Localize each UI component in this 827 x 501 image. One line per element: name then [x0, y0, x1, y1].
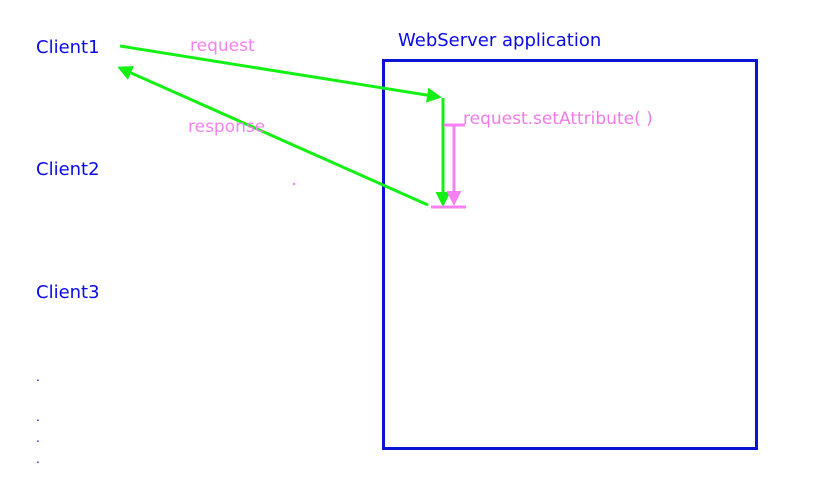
- client1-label: Client1: [36, 37, 100, 58]
- continuation-dot: .: [36, 410, 40, 424]
- continuation-dot: .: [36, 370, 40, 384]
- server-box: [382, 59, 758, 450]
- request-label: request: [190, 36, 255, 56]
- server-title: WebServer application: [398, 30, 601, 51]
- response-label: response: [188, 117, 265, 137]
- client2-label: Client2: [36, 159, 100, 180]
- request-arrow: [119, 44, 442, 103]
- client3-label: Client3: [36, 282, 100, 303]
- continuation-dot: .: [36, 431, 40, 445]
- response-arrow: [117, 66, 429, 207]
- stray-dot: [292, 182, 296, 186]
- continuation-dot: .: [36, 452, 40, 466]
- set-attribute-label: request.setAttribute( ): [463, 109, 653, 129]
